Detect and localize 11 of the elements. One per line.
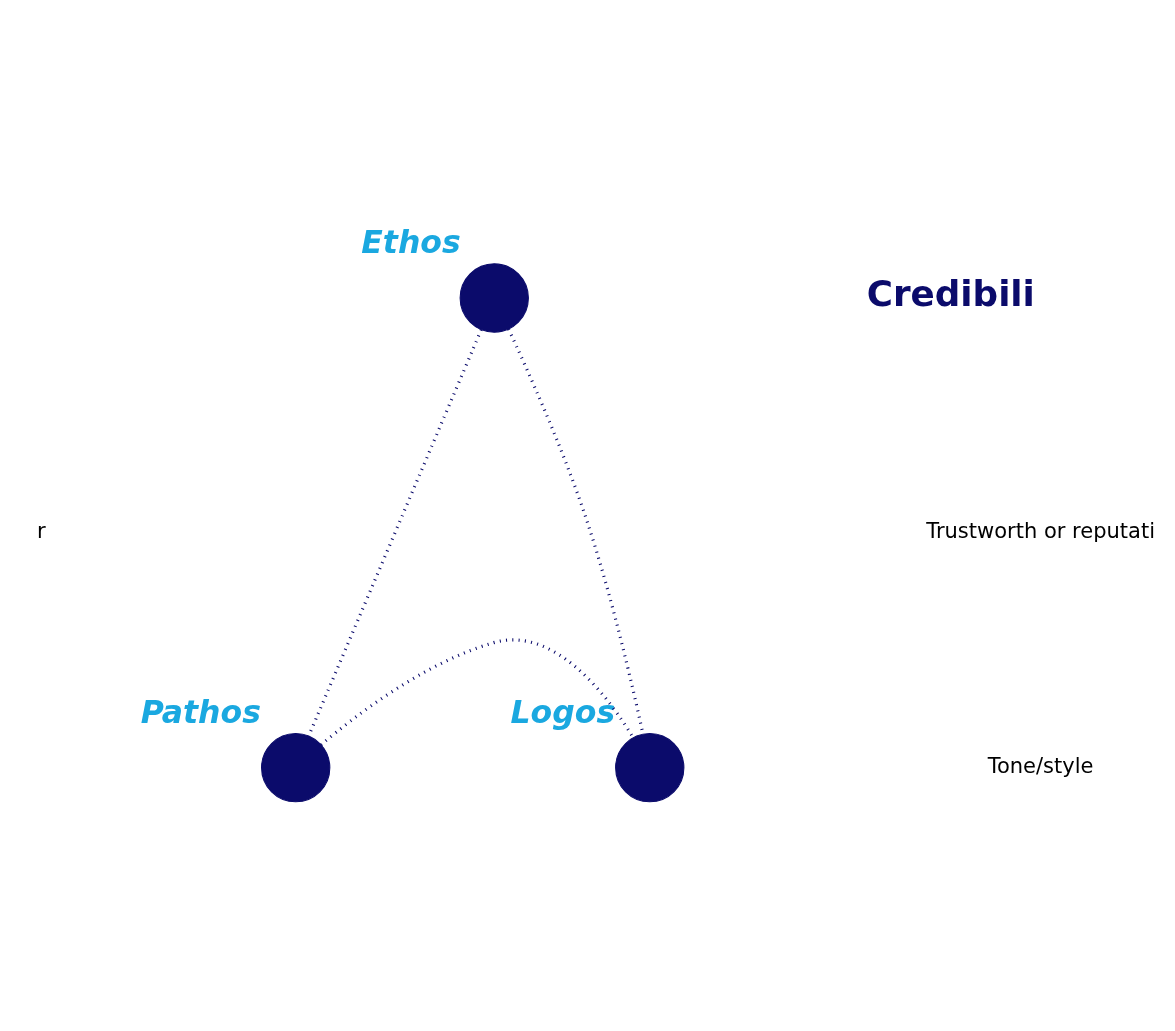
label: r [37, 518, 46, 544]
node-label: Pathos [140, 694, 261, 730]
node-label: Logos [510, 694, 616, 730]
node-circle [261, 733, 331, 803]
node-circle [615, 733, 685, 803]
node-circle [459, 263, 529, 333]
label: Credibili [866, 273, 1035, 315]
connector [320, 638, 635, 746]
label: Tone/style [987, 752, 1094, 778]
node-label: Ethos [361, 224, 461, 261]
label: Trustworth or reputati [926, 518, 1155, 544]
